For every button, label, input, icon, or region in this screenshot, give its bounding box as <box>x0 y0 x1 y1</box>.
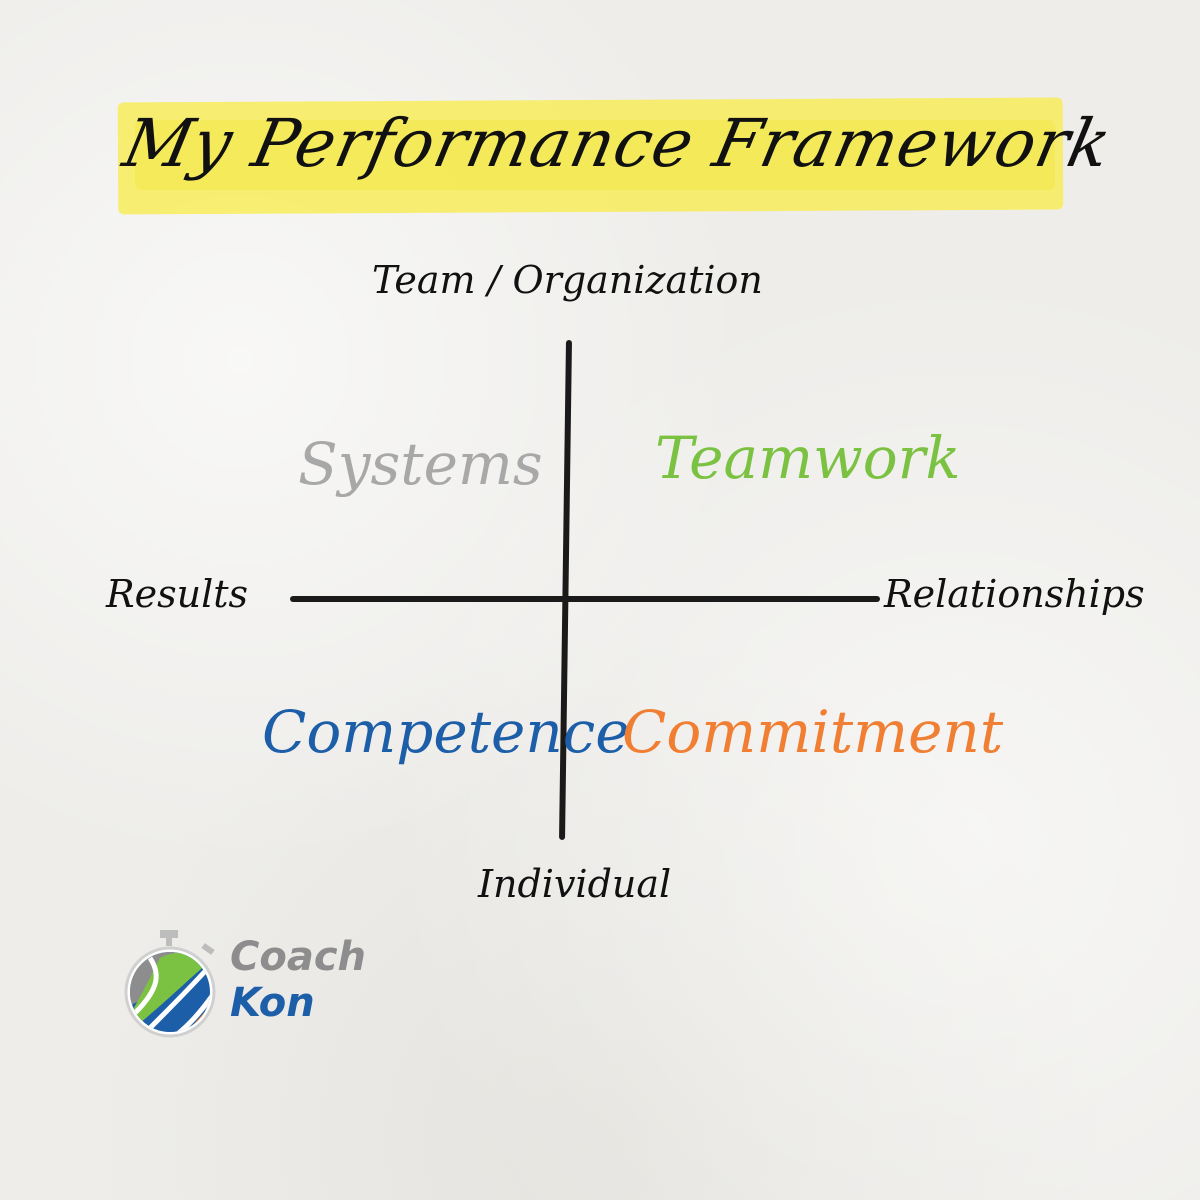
logo-text-coach: Coach <box>230 934 367 980</box>
logo-text-kon: Kon <box>230 980 315 1026</box>
quadrant-systems: Systems <box>298 430 543 498</box>
page-title: My Performance Framework <box>116 105 1119 182</box>
quadrant-teamwork: Teamwork <box>655 424 961 492</box>
axis-label-bottom: Individual <box>478 862 672 906</box>
quadrant-commitment: Commitment <box>622 698 1004 766</box>
axis-label-top: Team / Organization <box>372 258 763 302</box>
stopwatch-icon <box>124 930 216 1038</box>
title-highlight-inner <box>135 120 1055 190</box>
axis-label-left: Results <box>106 572 248 616</box>
axis-label-right: Relationships <box>884 572 1145 616</box>
horizontal-axis-line <box>290 596 880 602</box>
quadrant-competence: Competence <box>262 698 630 766</box>
coach-kon-logo: Coach Kon <box>120 928 366 1038</box>
